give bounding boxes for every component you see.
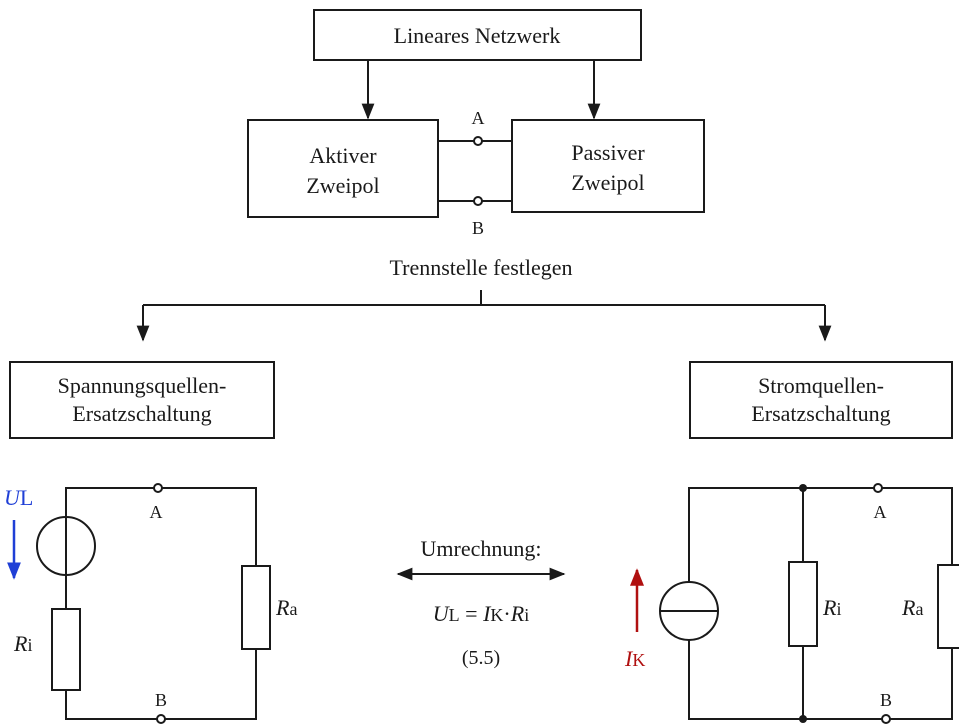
wire-top-right-right [882, 487, 953, 565]
terminal-b-left-label: B [155, 690, 167, 710]
conversion-equation: UL = IK·Ri [433, 601, 529, 626]
passive-two-port-box [511, 119, 705, 213]
terminal-b-left-circuit [156, 714, 166, 724]
passive-label-line2: Zweipol [571, 170, 644, 195]
current-equivalent-line1: Stromquellen- [758, 373, 884, 398]
wire-bottom-left [65, 690, 157, 720]
resistor-ri-left [51, 608, 81, 691]
current-source-label: IK [624, 646, 645, 671]
active-two-port-box [247, 119, 439, 218]
voltage-equivalent-line2: Ersatzschaltung [72, 401, 211, 426]
terminal-b-right-circuit [881, 714, 891, 724]
network-label: Lineares Netzwerk [394, 23, 561, 48]
ra-right-label: Ra [901, 595, 923, 620]
passive-label-line1: Passiver [571, 140, 645, 165]
terminal-a-left-circuit [153, 483, 163, 493]
network-box [313, 9, 642, 61]
wire-top-left [65, 487, 154, 517]
current-source-circuit: A B IK Ri Ra [624, 483, 959, 724]
ri-right-label: Ri [822, 595, 841, 620]
junction-top [799, 484, 807, 492]
junction-bottom [799, 715, 807, 723]
voltage-source-label: UL [4, 485, 33, 510]
equation-number: (5.5) [462, 647, 500, 669]
voltage-source-circuit: A B UL Ri Ra [4, 483, 297, 724]
voltage-equivalent-box [9, 361, 275, 439]
active-label-line1: Aktiver [309, 143, 377, 168]
wire-top-right [162, 487, 257, 566]
terminal-a-label: A [472, 108, 485, 128]
terminal-b-label: B [472, 218, 484, 238]
separation-label: Trennstelle festlegen [389, 255, 572, 280]
terminal-b-top [473, 196, 483, 206]
ra-left-label: Ra [275, 595, 297, 620]
resistor-ri-right [788, 561, 818, 647]
terminal-a-top [473, 136, 483, 146]
wire-bottom-right [165, 649, 257, 720]
wire-bottom-right-circuit [688, 640, 953, 720]
terminal-a-left-label: A [150, 502, 163, 522]
resistor-ra-left [241, 565, 271, 650]
ri-left-label: Ri [13, 631, 32, 656]
active-label-line2: Zweipol [306, 173, 379, 198]
conversion-label: Umrechnung: [421, 536, 542, 561]
current-equivalent-box [689, 361, 953, 439]
wire-top-left-right [688, 487, 874, 582]
current-equivalent-line2: Ersatzschaltung [751, 401, 890, 426]
terminal-a-right-label: A [874, 502, 887, 522]
resistor-ra-right [937, 564, 959, 649]
terminal-a-right-circuit [873, 483, 883, 493]
voltage-equivalent-line1: Spannungsquellen- [58, 373, 227, 398]
terminal-b-right-label: B [880, 690, 892, 710]
